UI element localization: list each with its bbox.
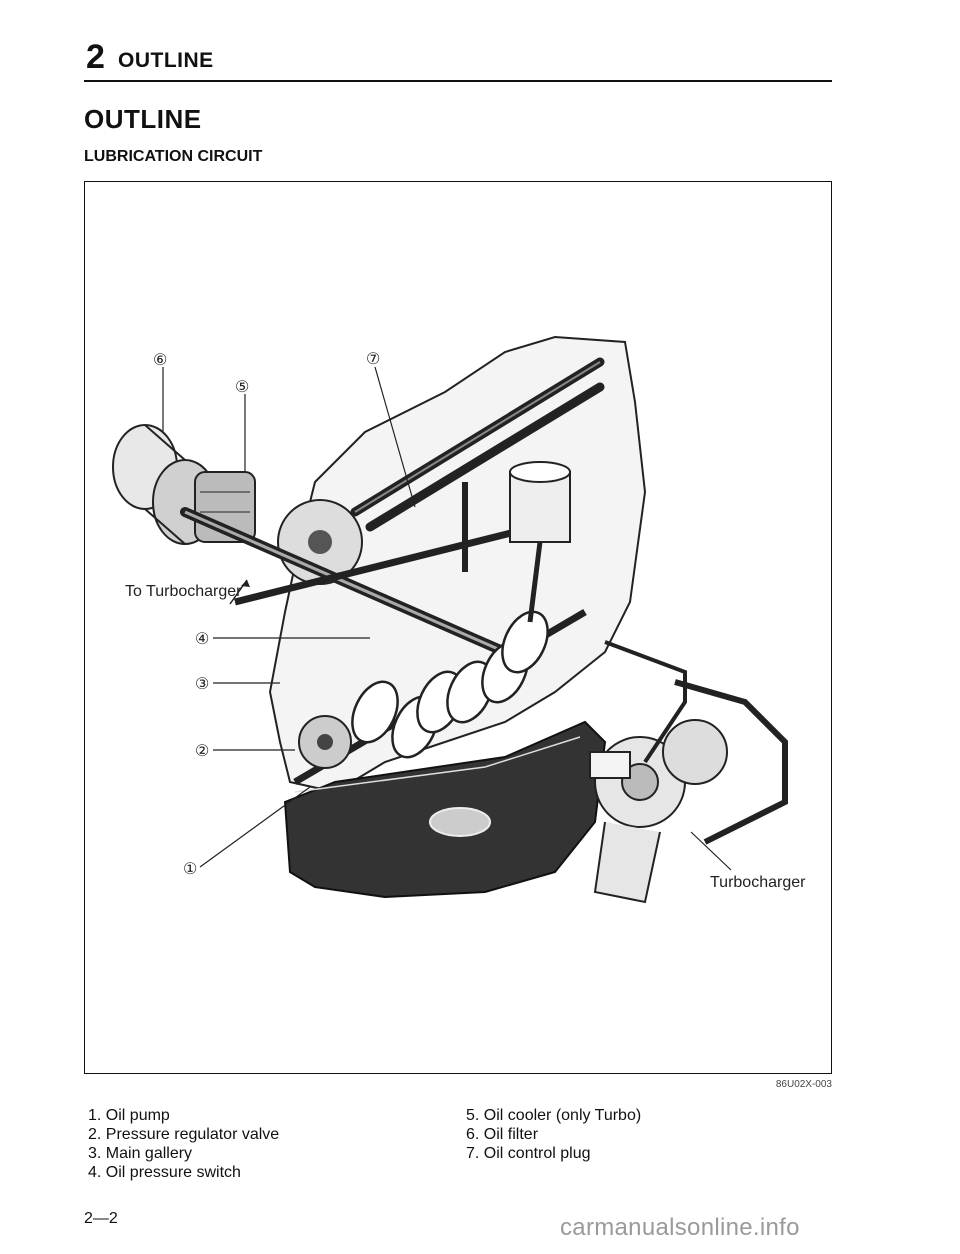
- camshaft-pipe: [365, 382, 605, 532]
- callout-6: ⑥: [153, 352, 168, 369]
- legend-item-oil-control-plug: 7. Oil control plug: [466, 1145, 591, 1162]
- callout-5: ⑤: [235, 379, 250, 396]
- to-turbocharger-label: To Turbocharger: [125, 583, 242, 600]
- page-title: OUTLINE: [84, 104, 202, 134]
- page-number: 2—2: [84, 1210, 118, 1227]
- callout-3: ③: [195, 676, 210, 693]
- oil-strainer: [429, 807, 491, 837]
- page-header: 2 OUTLINE: [84, 38, 832, 82]
- legend-item-oil-pressure-switch: 4. Oil pressure switch: [88, 1164, 241, 1181]
- crank-counterweights: [351, 610, 549, 759]
- legend-right: 5. Oil cooler (only Turbo) 6. Oil filter…: [466, 1106, 641, 1163]
- turbocharger: [589, 719, 728, 904]
- callout-2: ②: [195, 743, 210, 760]
- legend-item-main-gallery: 3. Main gallery: [88, 1145, 193, 1162]
- callout-4: ④: [195, 631, 210, 648]
- callout-1: ①: [183, 861, 198, 878]
- legend-item-oil-pump: 1. Oil pump: [88, 1107, 170, 1124]
- oil-passage: [234, 518, 556, 606]
- callout-7: ⑦: [366, 351, 381, 368]
- turbo-oil-return: [674, 679, 788, 845]
- legend-item-pressure-regulator-valve: 2. Pressure regulator valve: [88, 1126, 280, 1143]
- engine-illustration: [112, 335, 788, 904]
- section-title: OUTLINE: [118, 49, 214, 72]
- engine-block: [268, 335, 647, 794]
- legend-left: 1. Oil pump 2. Pressure regulator valve …: [88, 1106, 279, 1182]
- turbocharger-label: Turbocharger: [710, 874, 806, 891]
- subsection-title: LUBRICATION CIRCUIT: [84, 148, 263, 165]
- legend-item-oil-cooler: 5. Oil cooler (only Turbo): [466, 1107, 642, 1124]
- watermark: carmanualsonline.info: [560, 1214, 800, 1241]
- piston: [509, 461, 571, 623]
- lubrication-circuit-figure: ⑥ ⑤ ⑦ ④ ③ ② ① To Turbocharger Turbocharg…: [84, 181, 832, 1074]
- figure-code: 86U02X-003: [775, 1079, 832, 1090]
- legend-item-oil-filter: 6. Oil filter: [466, 1126, 539, 1143]
- section-number: 2: [86, 38, 105, 76]
